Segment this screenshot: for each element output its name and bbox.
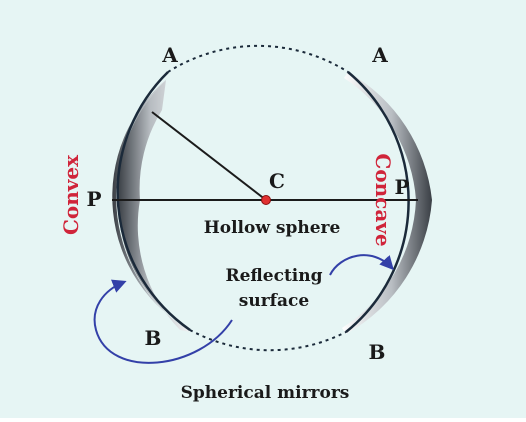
sphere-dotted-bottom (189, 329, 347, 352)
label-center: C (269, 169, 285, 193)
convex-mirror (112, 78, 193, 332)
center-point (261, 195, 271, 205)
label-b-left: B (145, 326, 162, 350)
radius-line (151, 111, 267, 201)
label-b-right: B (369, 340, 386, 364)
arrow-to-concave (329, 254, 394, 276)
label-hollow-sphere: Hollow sphere (204, 218, 341, 238)
concave-surface-arc (345, 71, 410, 333)
label-a-right: A (371, 43, 388, 67)
arrow-to-convex (93, 279, 233, 364)
label-convex: Convex (59, 154, 83, 235)
label-surface: surface (239, 291, 310, 311)
label-p-left: P (86, 187, 101, 211)
label-reflecting: Reflecting (225, 266, 322, 286)
label-concave: Concave (371, 153, 395, 246)
concave-mirror (342, 72, 432, 334)
convex-surface-arc (116, 71, 191, 332)
label-p-right: P (394, 175, 409, 199)
label-a-left: A (161, 43, 178, 67)
figure-caption: Spherical mirrors (181, 383, 350, 403)
